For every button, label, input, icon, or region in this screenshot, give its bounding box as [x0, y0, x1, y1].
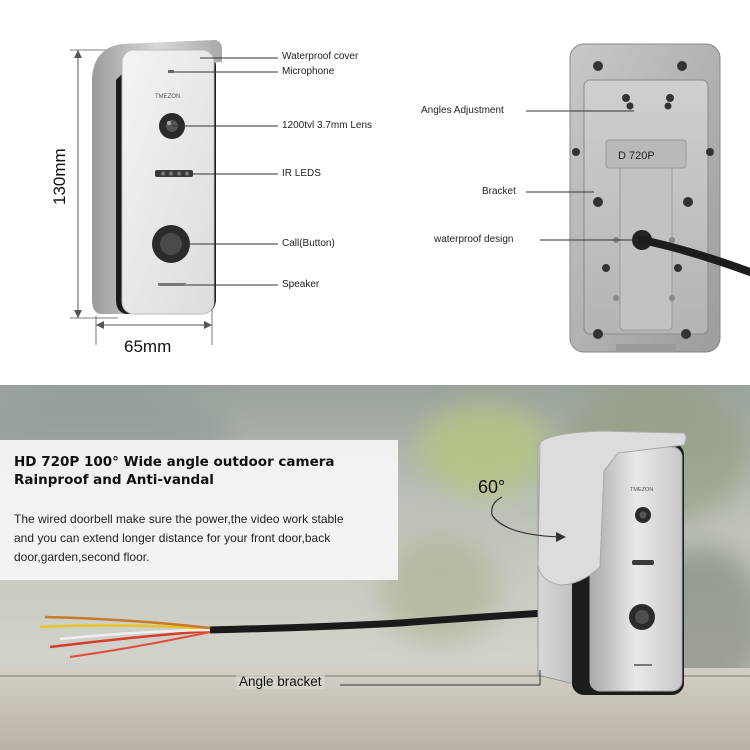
- body-line-3: door,garden,second floor.: [14, 550, 150, 564]
- device-brand-mark: TMEZON: [630, 487, 653, 493]
- callout-angles-adjustment: Angles Adjustment: [421, 105, 504, 116]
- front-diagram: TMEZON 130mm 65mm Waterproof cover Micro…: [0, 0, 390, 385]
- front-view-illustration: TMEZON: [70, 40, 278, 345]
- callout-call-button: Call(Button): [282, 238, 335, 249]
- height-dimension-label: 130mm: [50, 148, 69, 205]
- callout-speaker: Speaker: [282, 279, 320, 290]
- callout-microphone: Microphone: [282, 66, 335, 77]
- callout-waterproof-design: waterproof design: [434, 234, 514, 245]
- headline-line-2: Rainproof and Anti-vandal: [14, 472, 214, 488]
- callout-ir-leds: IR LEDS: [282, 168, 321, 179]
- callout-bracket: Bracket: [482, 186, 516, 197]
- feature-text-box: HD 720P 100° Wide angle outdoor camera R…: [0, 440, 398, 580]
- width-dimension-label: 65mm: [124, 337, 172, 356]
- headline-line-1: HD 720P 100° Wide angle outdoor camera: [14, 454, 335, 470]
- product-photo: TMEZON HD 720P 100° Wide angle outdoor c…: [0, 385, 750, 750]
- back-model-label: D 720P: [618, 150, 655, 162]
- angle-label: 60°: [478, 477, 506, 497]
- back-view-illustration: D 720P: [526, 43, 750, 353]
- brand-mark: TMEZON: [155, 94, 180, 100]
- callout-lens: 1200tvl 3.7mm Lens: [282, 120, 373, 131]
- body-line-1: The wired doorbell make sure the power,t…: [14, 512, 344, 526]
- angle-bracket-label: Angle bracket: [236, 674, 325, 689]
- body-line-2: and you can extend longer distance for y…: [14, 531, 331, 545]
- back-diagram: D 720P Angles Adjustment Bracket waterpr…: [390, 0, 750, 385]
- callout-waterproof-cover: Waterproof cover: [282, 51, 359, 62]
- scene-illustration: TMEZON: [39, 430, 687, 695]
